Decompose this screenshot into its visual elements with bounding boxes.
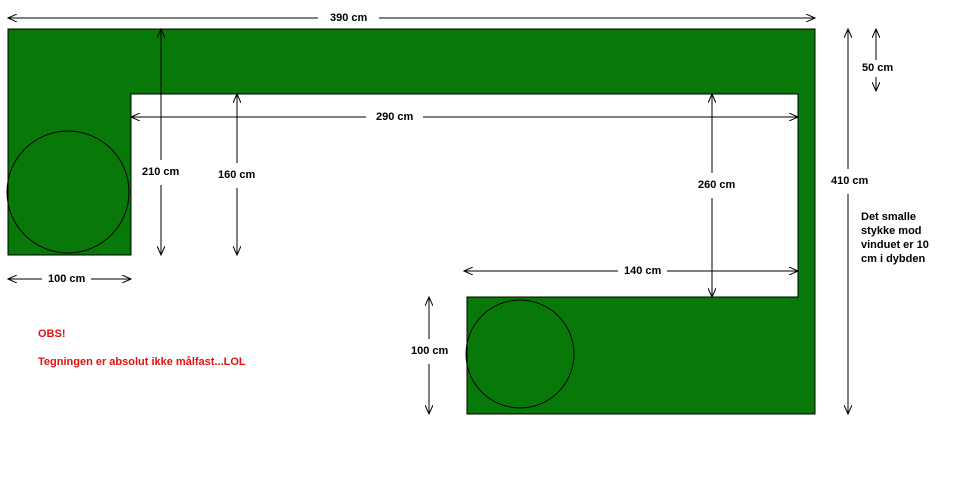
label-right-inner-height: 260 cm <box>696 173 738 198</box>
green-area-shape <box>7 28 816 415</box>
label-left-width: 100 cm <box>42 273 92 286</box>
label-left-height: 210 cm <box>140 160 182 185</box>
obs-text: Tegningen er absolut ikke målfast...LOL <box>38 356 246 368</box>
label-left-inner-height: 160 cm <box>216 163 258 188</box>
window-note: Det smalle stykke mod vinduet er 10 cm i… <box>861 211 929 265</box>
label-right-total-height: 410 cm <box>829 169 871 194</box>
label-bottom-inner-width: 140 cm <box>618 265 668 278</box>
label-top-width: 390 cm <box>318 12 380 25</box>
circle-left <box>6 130 130 254</box>
label-inner-width: 290 cm <box>366 111 424 124</box>
circle-bottom <box>465 299 575 409</box>
label-bottom-depth: 100 cm <box>409 339 451 364</box>
label-top-depth: 50 cm <box>860 60 896 77</box>
obs-title: OBS! <box>38 328 66 340</box>
